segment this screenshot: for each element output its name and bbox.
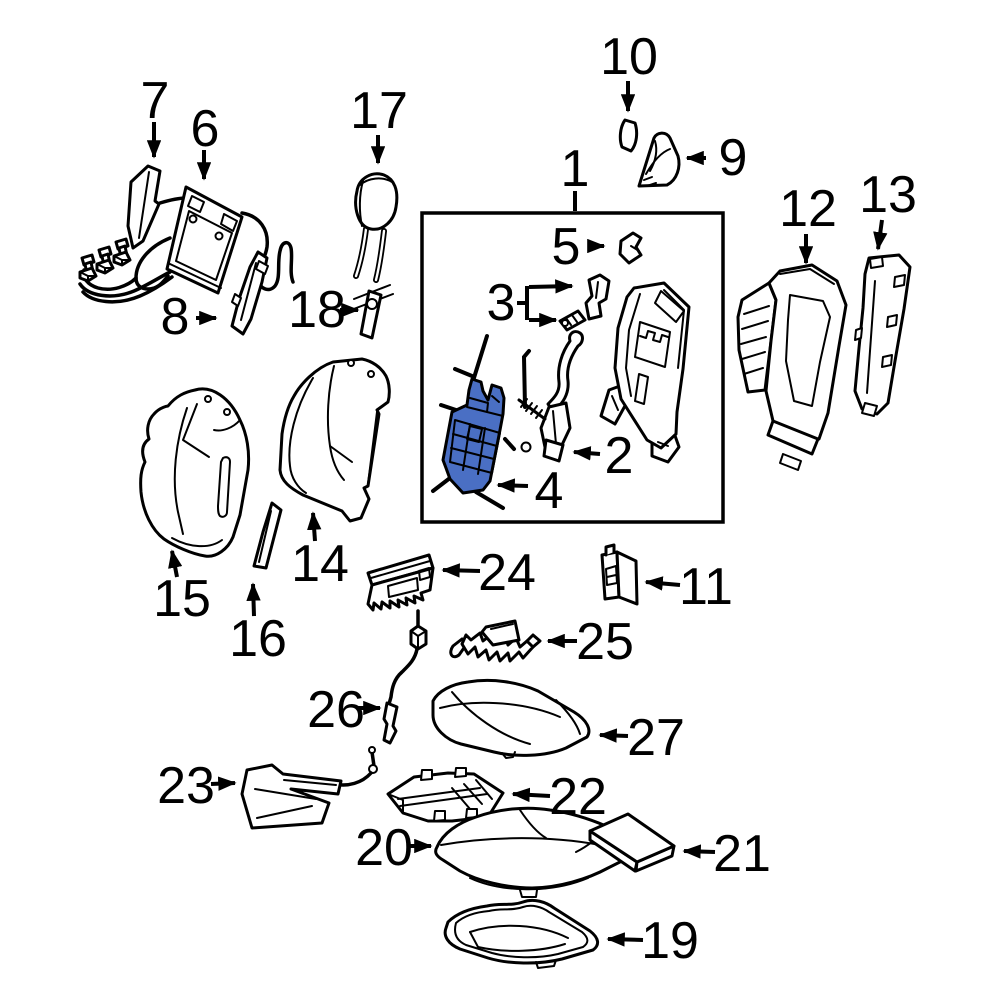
part-25-wire-bracket [449, 619, 542, 663]
callout-12-label: 12 [779, 180, 837, 238]
callout-23-arrow [210, 776, 237, 791]
callout-9-label: 9 [719, 129, 748, 187]
part-22-suspension-mat [386, 767, 505, 823]
callout-25-label: 25 [576, 613, 634, 671]
part-16-side-trim-strip [252, 501, 283, 570]
callout-24-label: 24 [478, 544, 536, 602]
callout-14-label: 14 [291, 535, 349, 593]
harness-connector-icon [112, 237, 132, 267]
part-21-cushion-insert-pad [588, 812, 676, 873]
part-11-module-bracket [600, 543, 639, 606]
callout-3-bracket [517, 286, 529, 320]
callout-10-label: 10 [600, 28, 658, 86]
callout-6-label: 6 [191, 100, 220, 158]
callout-24-arrow [441, 563, 481, 578]
callout-3-label: 3 [487, 274, 516, 332]
callout-13-arrow [873, 219, 888, 251]
part-13-seat-back-board [853, 253, 912, 417]
part-14-seat-back-pad [278, 357, 391, 523]
callout-26-label: 26 [307, 681, 365, 739]
callout-7-label: 7 [141, 72, 170, 130]
part-26-sensor-cable [382, 609, 428, 745]
callout-11-label: 11 [679, 558, 733, 616]
part-7-side-trim-panel [126, 164, 162, 250]
callout-17-label: 17 [350, 82, 408, 140]
callout-15-label: 15 [153, 570, 211, 628]
callout-18-label: 18 [288, 281, 346, 339]
callout-4-arrow [496, 478, 529, 493]
callout-16-label: 16 [229, 610, 287, 668]
callout-15-arrow [168, 549, 183, 578]
part-15-seat-back-cover [139, 387, 251, 558]
callout-4-label: 4 [535, 462, 564, 520]
callout-arrows [146, 81, 888, 947]
part-18-headrest-guide-sleeve [350, 284, 394, 340]
part-10-trim-clip [618, 118, 639, 153]
part-5-clip [618, 231, 643, 265]
callout-3-arrow-upper [528, 279, 574, 294]
part-17-headrest [353, 172, 399, 283]
part-27-seat-cushion-cover [431, 678, 591, 759]
callout-13-label: 13 [859, 166, 917, 224]
part-9-recliner-cover [637, 131, 681, 188]
callout-19-label: 19 [641, 912, 699, 970]
part-4-lumbar-support-highlighted [431, 334, 532, 510]
harness-connector-icon [78, 253, 98, 283]
callout-20-label: 20 [355, 819, 413, 877]
callout-23-label: 23 [157, 757, 215, 815]
part-23-occupancy-sensor-mat [240, 746, 378, 830]
callout-8-label: 8 [161, 288, 190, 346]
part-3-bracket-and-clip [558, 273, 611, 332]
callout-19-arrow [606, 932, 644, 947]
callout-1-label: 1 [561, 140, 590, 198]
callout-22-label: 22 [549, 768, 607, 826]
callout-21-arrow [682, 844, 716, 859]
callout-16-arrow [246, 582, 261, 617]
part-2-belt-guide-lever [539, 330, 584, 463]
harness-connector-icon [95, 245, 115, 275]
callout-5-label: 5 [552, 218, 581, 276]
callout-14-arrow [307, 511, 322, 542]
part-24-valance-panel [366, 553, 435, 612]
part-8-side-bracket [230, 250, 269, 336]
callout-labels: 1 2 3 4 5 6 7 8 9 10 11 12 13 14 15 16 1… [141, 28, 917, 970]
callout-11-arrow [644, 576, 681, 591]
seat-back-frame [599, 281, 691, 464]
callout-27-arrow [598, 728, 629, 743]
part-12-seat-back-frame [736, 263, 848, 471]
callout-2-arrow [572, 446, 601, 461]
callout-27-label: 27 [627, 709, 685, 767]
part-19-seat-pan-tray [443, 898, 599, 969]
callout-22-arrow [511, 787, 551, 803]
callout-2-label: 2 [605, 427, 634, 485]
part-6-seat-back-panel-with-harness [78, 185, 295, 304]
callout-21-label: 21 [713, 825, 771, 883]
